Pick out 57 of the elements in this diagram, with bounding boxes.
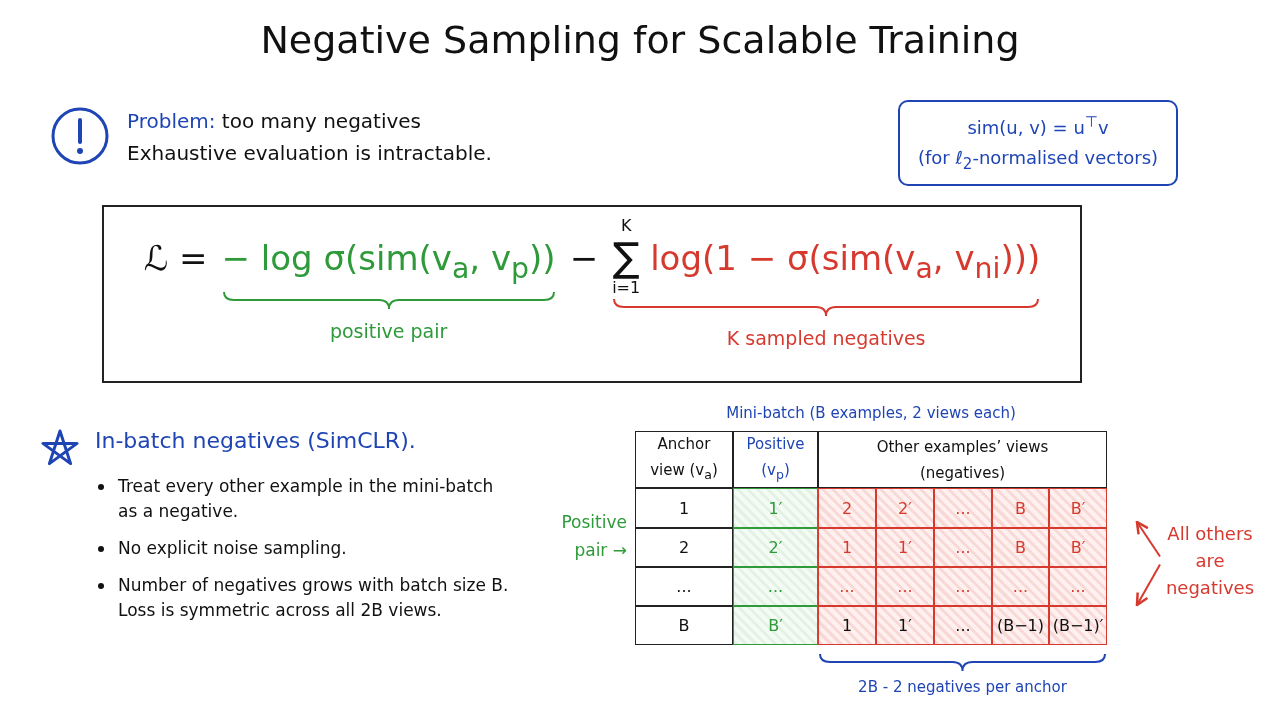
brace-caption: 2B - 2 negatives per anchor	[857, 678, 1068, 696]
sum-symbol: ∑	[612, 235, 640, 279]
table-cell: 1	[818, 528, 876, 567]
table-cell: B′	[1049, 488, 1107, 528]
table-cell: 1′	[876, 528, 934, 567]
formula-text: log(1 − σ(sim(v$_{a}$, v$_{ni}$)))	[650, 237, 1041, 287]
header-cell: Other examples’ views (negatives)	[818, 431, 1107, 488]
annotation: All others are negatives	[1162, 520, 1258, 601]
problem-statement: Problem: too many negatives	[127, 109, 422, 133]
table-cell: ...	[818, 567, 876, 606]
title: Negative Sampling for Scalable Training	[259, 18, 1021, 62]
brace-caption: positive pair	[329, 319, 448, 342]
sum-limit: K	[620, 217, 632, 235]
table-cell: ...	[635, 567, 733, 606]
table-cell: B	[635, 606, 733, 645]
bullet-text: Number of negatives grows with batch size B. Loss is symmetric across all 2B views.	[118, 574, 510, 622]
sum-limit: i=1	[612, 279, 641, 297]
table-cell: ...	[934, 528, 992, 567]
arrow	[1135, 563, 1161, 607]
table-caption: Mini-batch (B examples, 2 views each)	[725, 404, 1017, 422]
table-cell: 2	[818, 488, 876, 528]
arrow	[1135, 520, 1161, 558]
table-cell: B′	[733, 606, 818, 645]
section-heading: In-batch negatives (SimCLR).	[95, 428, 416, 453]
text-line: Exhaustive evaluation is intractable.	[127, 141, 492, 165]
formula-box	[102, 205, 1082, 383]
table-cell: ...	[1049, 567, 1107, 606]
table-cell: 1	[635, 488, 733, 528]
table-cell: 2′	[733, 528, 818, 567]
header-cell: Positive (v$_{p}$)	[733, 431, 818, 488]
annotation: Positive pair →	[560, 511, 627, 562]
table-cell: 2	[635, 528, 733, 567]
table-cell: 2′	[876, 488, 934, 528]
table-cell: ...	[876, 567, 934, 606]
table-cell: B	[992, 528, 1049, 567]
table-cell: ...	[934, 567, 992, 606]
table-cell: 1	[818, 606, 876, 645]
table-cell: (B−1)′	[1049, 606, 1107, 645]
note-text: (for ℓ$_{2}$-normalised vectors)	[917, 146, 1159, 175]
table-cell: (B−1)	[992, 606, 1049, 645]
table-cell: ...	[992, 567, 1049, 606]
formula-text: −	[569, 237, 599, 279]
table-cell: ...	[934, 488, 992, 528]
bullet-text: No explicit noise sampling.	[118, 537, 348, 560]
table-cell: 1′	[733, 488, 818, 528]
formula-box	[898, 100, 1178, 186]
formula: sim(u, v) = u$^{⊤}$v	[967, 112, 1109, 141]
table-cell: ...	[733, 567, 818, 606]
table-cell: ...	[934, 606, 992, 645]
brace-caption: K sampled negatives	[726, 327, 926, 349]
table-cell: 1′	[876, 606, 934, 645]
table-cell: B′	[1049, 528, 1107, 567]
bullet-text: Treat every other example in the mini-batch as a negative.	[118, 475, 495, 523]
header-cell: Anchor view (v$_{a}$)	[635, 431, 733, 488]
formula-text: − log σ(sim(v$_{a}$, v$_{p}$))	[221, 237, 556, 287]
table-cell: B	[992, 488, 1049, 528]
formula-text: ℒ =	[143, 237, 208, 279]
